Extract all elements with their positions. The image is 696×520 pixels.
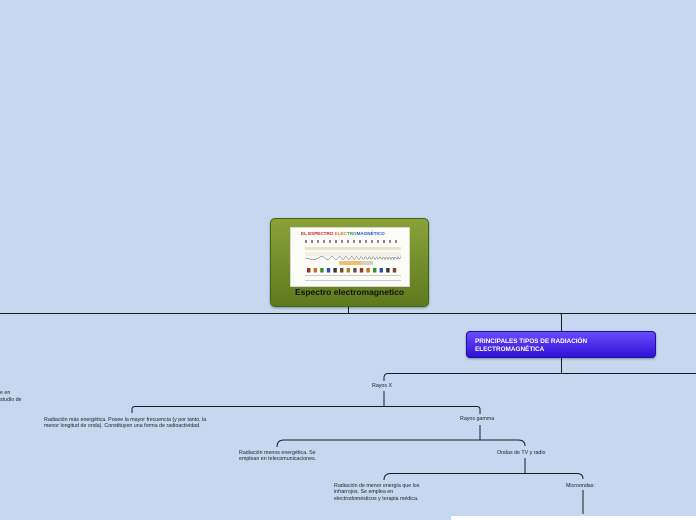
spectrum-tick [323,240,325,243]
spectrum-tick [359,240,361,243]
node-rayos-x[interactable]: Rayos X [372,383,393,389]
spectrum-tick [377,240,379,243]
node-ondas-tv-radio[interactable]: Ondas de TV y radio [497,450,546,456]
spectrum-icon [379,268,383,273]
spectrum-icon [326,268,331,273]
spectrum-tick [365,240,367,243]
spectrum-tick [353,240,355,243]
spectrum-icon [320,268,324,273]
spectrum-icon [353,268,357,273]
spectrum-icon [313,268,317,273]
connector-rayos-x-branch [131,406,481,414]
spectrum-icon [340,268,344,273]
spectrum-tick [317,240,319,243]
spectrum-icon [333,268,337,273]
spectrum-tick [305,240,307,243]
spectrum-heading-part: EL ESPECTRO [301,231,335,236]
spectrum-icon [373,268,377,273]
connector-ondas-branch [383,473,584,481]
connector-bus-right [348,313,562,331]
spectrum-heading: EL ESPECTRO ELECTROMAGNÉTICO [301,229,385,236]
spectrum-image: EL ESPECTRO ELECTROMAGNÉTICO [290,227,410,287]
spectrum-scale-ticks [305,240,397,243]
connector-gamma-branch [276,439,526,448]
spectrum-tick [347,240,349,243]
cut-off-text-2: studio de [0,397,22,403]
cut-off-text-1: e en [0,390,11,396]
node-rayos-gamma[interactable]: Rayos gamma [460,416,495,422]
spectrum-wave-path [304,255,402,261]
spectrum-tick [311,240,313,243]
node-rayos-x-description[interactable]: Radiación más energética. Posee la mayor… [44,417,207,430]
spectrum-tick [395,240,397,243]
spectrum-tick [389,240,391,243]
spectrum-icon [359,268,364,273]
bottom-panel-edge [451,516,696,520]
spectrum-tick [329,240,331,243]
spectrum-wave [304,255,402,261]
node-rayos-gamma-description[interactable]: Radiación menos energética. Se emplean e… [239,450,317,463]
spectrum-tick [335,240,337,243]
spectrum-icon [366,268,370,273]
spectrum-icon [392,268,397,273]
spectrum-icon [346,268,350,273]
spectrum-icon [386,268,390,273]
spectrum-illustration: EL ESPECTRO ELECTROMAGNÉTICO [301,229,402,281]
connector-to-rayos-x [383,373,389,381]
spectrum-heading-part: MAGNÉTICO [357,229,385,236]
spectrum-icons [307,268,397,273]
central-topic-node[interactable]: EL ESPECTRO ELECTROMAGNÉTICO Espectro el… [270,218,429,307]
spectrum-tick [383,240,385,243]
central-topic-title: Espectro electromagnetico [294,287,405,297]
node-ondas-description[interactable]: Radiación de menor energía que los infra… [334,483,420,502]
spectrum-icon [307,268,311,273]
spectrum-heading-part: ELEC [335,231,348,236]
spectrum-tick [341,240,343,243]
spectrum-tick [371,240,373,243]
spectrum-heading-part: TRO [347,231,357,236]
node-microondas[interactable]: Microondas: [566,483,595,489]
topic-radiation-types[interactable]: PRINCIPALES TIPOS DE RADIACIÓN ELECTROMA… [466,331,656,358]
